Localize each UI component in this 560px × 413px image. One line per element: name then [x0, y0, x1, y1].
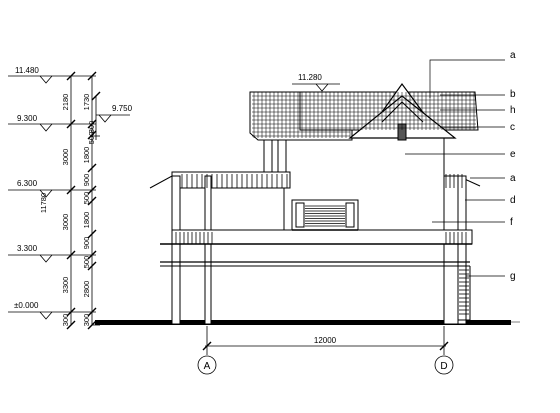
dim-outer-300: 300: [61, 314, 70, 327]
ridge-level-marker: [292, 83, 340, 92]
dim-inner-1800b: 1800: [82, 147, 91, 164]
axis-label-d: D: [440, 361, 447, 372]
dim-inner-1730: 1730: [82, 94, 91, 111]
axis-dimension: [197, 326, 454, 375]
axis-bubble-d: [434, 355, 454, 375]
left-dimension-texts: 11780 300 3300 3000 3000 2180 300 2800 5…: [39, 94, 96, 327]
level-label-3300: 3.300: [17, 244, 38, 253]
dim-outer-3000b: 3000: [61, 149, 70, 166]
dim-inner-500b: 500: [82, 192, 91, 205]
left-dimension-system: [8, 71, 130, 330]
dim-inner-900b: 900: [82, 174, 91, 187]
axis-label-a: A: [204, 361, 211, 372]
level-label-11480: 11.480: [15, 66, 39, 75]
dim-inner-300a: 300: [82, 314, 91, 327]
dim-outer-3300: 3300: [61, 277, 70, 294]
callout-h: h: [510, 105, 516, 116]
dim-inner-500a: 500: [82, 256, 91, 269]
railing-hatching: [175, 174, 469, 315]
ground-line: [95, 320, 511, 325]
callout-e: e: [510, 149, 516, 160]
dim-outer-3000a: 3000: [61, 214, 70, 231]
callout-a1: a: [510, 50, 516, 61]
level-label-ground: ±0.000: [14, 301, 39, 310]
callout-a2: a: [510, 173, 516, 184]
roof-tile-hatching: [252, 92, 476, 138]
callout-leaders: [405, 59, 505, 277]
callout-c: c: [510, 122, 515, 133]
callout-letters: a b h c e a d f g: [510, 50, 516, 282]
dim-outer-2180: 2180: [61, 94, 70, 111]
dim-inner-1800a: 1800: [82, 212, 91, 229]
level-label-6300: 6.300: [17, 179, 38, 188]
ridge-level-label: 11.280: [298, 73, 322, 82]
dim-inner-900a: 900: [82, 237, 91, 250]
dim-inner-500c: 500: [87, 132, 96, 145]
dim-inner-2800: 2800: [82, 281, 91, 298]
callout-d: d: [510, 195, 516, 206]
callout-g: g: [510, 271, 516, 282]
callout-b: b: [510, 89, 516, 100]
dim-inner-300b: 300: [87, 121, 96, 134]
axis-bubble-a: [197, 355, 217, 375]
level-label-9300: 9.300: [17, 114, 38, 123]
eave-level-label: 9.750: [112, 104, 133, 113]
callout-f: f: [510, 217, 513, 228]
axis-span-label: 12000: [314, 336, 337, 345]
dim-total: 11780: [39, 193, 48, 213]
left-level-labels: 11.480 9.300 6.300 3.300 ±0.000 9.750: [14, 66, 133, 310]
